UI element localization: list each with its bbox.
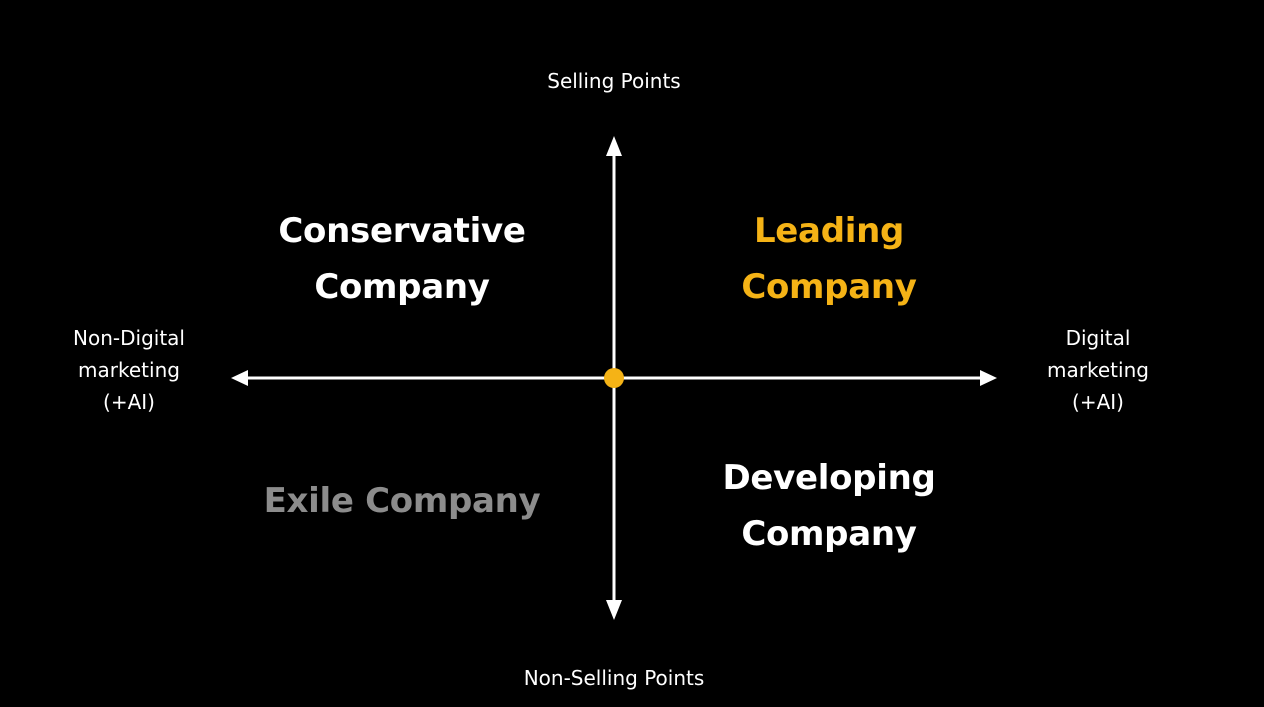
- arrow-left-icon: [231, 370, 248, 386]
- axis-label-bottom: Non-Selling Points: [414, 662, 814, 694]
- quadrant-developing-line-2: Company: [741, 514, 917, 554]
- axis-label-top: Selling Points: [414, 65, 814, 97]
- axis-label-right-line-2: marketing: [1047, 358, 1149, 382]
- quadrant-leading-line-2: Company: [741, 267, 917, 307]
- axis-label-right: Digital marketing (+AI): [998, 322, 1198, 418]
- quadrant-exile-company: Exile Company: [202, 473, 602, 529]
- axis-label-right-line-1: Digital: [1065, 326, 1131, 350]
- axis-label-left: Non-Digital marketing (+AI): [29, 322, 229, 418]
- arrow-right-icon: [980, 370, 997, 386]
- axis-label-left-line-3: (+AI): [103, 390, 155, 414]
- axis-label-bottom-line: Non-Selling Points: [523, 666, 705, 690]
- axis-label-left-line-2: marketing: [78, 358, 180, 382]
- axis-label-right-line-3: (+AI): [1072, 390, 1124, 414]
- arrow-up-icon: [606, 136, 622, 156]
- origin-dot: [604, 368, 624, 388]
- quadrant-conservative-line-1: Conservative: [278, 211, 526, 251]
- quadrant-developing-line-1: Developing: [722, 458, 936, 498]
- arrow-down-icon: [606, 600, 622, 620]
- quadrant-conservative-line-2: Company: [314, 267, 490, 307]
- axis-label-left-line-1: Non-Digital: [73, 326, 185, 350]
- quadrant-developing-company: Developing Company: [629, 450, 1029, 562]
- quadrant-exile-line-1: Exile Company: [263, 481, 541, 521]
- axis-label-top-line: Selling Points: [547, 69, 681, 93]
- quadrant-leading-line-1: Leading: [753, 211, 905, 251]
- quadrant-leading-company: Leading Company: [629, 203, 1029, 315]
- quadrant-conservative-company: Conservative Company: [202, 203, 602, 315]
